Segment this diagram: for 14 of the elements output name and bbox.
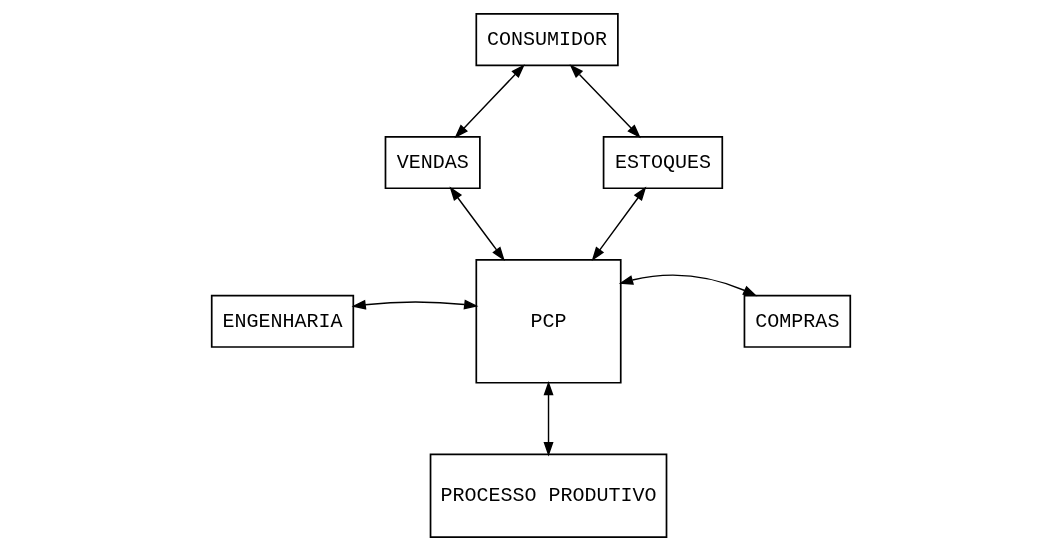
node-box: CONSUMIDOR (475, 12, 619, 67)
node-box: PROCESSO PRODUTIVO (429, 453, 668, 539)
node-box: COMPRAS (743, 294, 852, 348)
node-box: ESTOQUES (602, 135, 724, 190)
arrow (591, 186, 647, 262)
arrow (449, 186, 505, 262)
arrow (351, 299, 479, 310)
arrow (454, 64, 525, 139)
node-box: PCP (475, 258, 622, 384)
arrow (618, 274, 758, 297)
arrow (543, 381, 554, 457)
node-box: ENGENHARIA (210, 294, 355, 348)
arrow (569, 64, 641, 139)
node-box: VENDAS (384, 135, 481, 190)
